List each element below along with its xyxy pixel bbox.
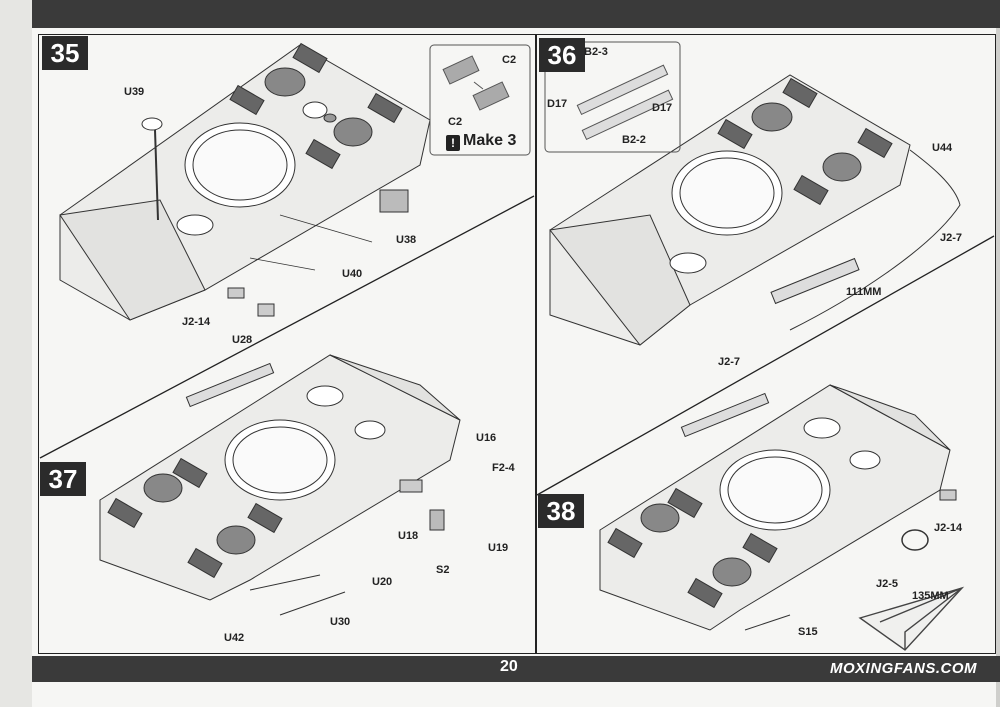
vertical-divider — [535, 34, 537, 654]
label-u20: U20 — [372, 576, 393, 588]
label-u38: U38 — [396, 234, 417, 246]
inset-35 — [429, 44, 531, 156]
label-u16: U16 — [476, 432, 497, 444]
label-u28: U28 — [232, 334, 253, 346]
label-111mm: 111MM — [846, 286, 882, 298]
diagonal-divider-right — [536, 235, 995, 496]
make-quantity-note: !Make 3 — [446, 132, 516, 151]
label-u18: U18 — [398, 530, 419, 542]
label-s2: S2 — [436, 564, 450, 576]
label-b2-2: B2-2 — [622, 134, 646, 146]
label-135mm: 135MM — [912, 590, 949, 602]
label-j2-14-a: J2-14 — [182, 316, 211, 328]
label-u39: U39 — [124, 86, 145, 98]
label-u19: U19 — [488, 542, 509, 554]
label-j2-14-b: J2-14 — [934, 522, 963, 534]
label-j2-7-a: J2-7 — [940, 232, 963, 244]
bottom-footer-bar — [32, 656, 1000, 682]
label-j2-5: J2-5 — [876, 578, 899, 590]
diagonal-divider-left — [39, 195, 535, 459]
top-header-bar — [32, 0, 1000, 28]
paper-plane-logo-icon — [858, 586, 965, 651]
label-c2-b: C2 — [448, 116, 463, 128]
label-f2-4: F2-4 — [492, 462, 515, 474]
page-number: 20 — [500, 658, 518, 675]
make-quantity-text: Make 3 — [463, 132, 517, 149]
label-u30: U30 — [330, 616, 351, 628]
label-d17-a: D17 — [547, 98, 568, 110]
steps-frame — [38, 34, 996, 654]
step-number-35: 35 — [42, 36, 88, 70]
hull-step-36 — [549, 74, 961, 346]
label-j2-7-b: J2-7 — [718, 356, 741, 368]
label-u40: U40 — [342, 268, 363, 280]
watermark-text: MOXINGFANS.COM — [830, 660, 978, 677]
step-number-37: 37 — [40, 462, 86, 496]
label-d17-b: D17 — [652, 102, 673, 114]
hull-step-37 — [99, 354, 461, 616]
binding-gutter — [0, 0, 32, 707]
inset-36 — [544, 41, 681, 153]
exclamation-icon: ! — [446, 135, 460, 151]
label-c2-a: C2 — [502, 54, 517, 66]
step-number-38: 38 — [538, 494, 584, 528]
hull-step-38 — [599, 384, 957, 631]
step-number-36: 36 — [539, 38, 585, 72]
label-u44: U44 — [932, 142, 953, 154]
label-s15: S15 — [798, 626, 818, 638]
page-edge — [996, 0, 1000, 707]
hull-step-35 — [59, 42, 431, 321]
label-u42: U42 — [224, 632, 245, 644]
label-b2-3: B2-3 — [584, 46, 608, 58]
